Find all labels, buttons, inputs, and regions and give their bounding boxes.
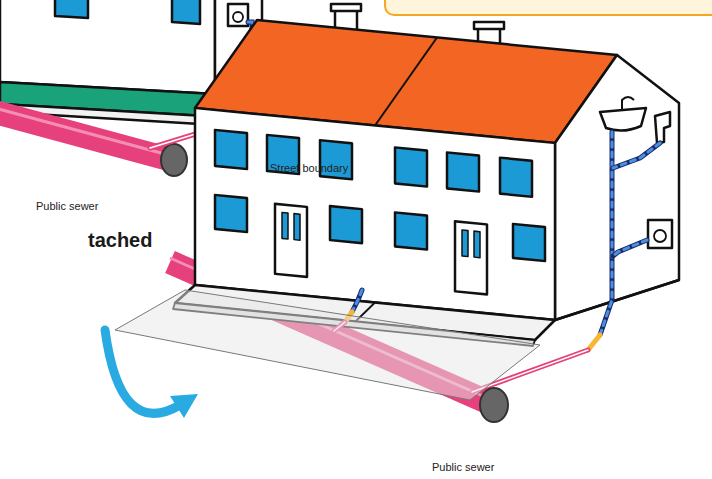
house-type-label: tached bbox=[88, 228, 152, 252]
door bbox=[275, 204, 307, 277]
pipe-end bbox=[480, 388, 508, 422]
drain-pipe bbox=[600, 132, 612, 335]
window bbox=[500, 158, 532, 197]
window bbox=[172, 0, 200, 24]
main-house bbox=[173, 4, 679, 346]
private-pipe bbox=[588, 335, 600, 350]
window bbox=[215, 130, 247, 169]
drain-pipe bbox=[352, 290, 362, 312]
door-panel bbox=[474, 231, 480, 258]
washing-machine bbox=[228, 4, 248, 26]
drain-pipe bbox=[613, 240, 647, 256]
arrow-head bbox=[170, 394, 198, 418]
window bbox=[395, 212, 427, 249]
door-panel bbox=[282, 212, 288, 239]
drain-pipe bbox=[613, 143, 660, 168]
sewer-label: Public sewer bbox=[36, 200, 98, 213]
street-plane bbox=[115, 290, 540, 400]
basin bbox=[600, 108, 646, 131]
window bbox=[215, 195, 247, 232]
window bbox=[395, 147, 427, 186]
house-wall bbox=[0, 0, 215, 94]
drain-pipe bbox=[352, 290, 362, 312]
drain-pipe bbox=[600, 132, 612, 335]
sewer-label: Public sewer bbox=[432, 461, 494, 474]
boundary-label: Street boundary bbox=[270, 162, 348, 175]
washing-machine-drum bbox=[654, 230, 666, 242]
door-panel bbox=[294, 214, 300, 241]
chimney-cap bbox=[331, 4, 361, 11]
ground-line bbox=[555, 280, 679, 320]
tap bbox=[622, 97, 634, 110]
door bbox=[455, 221, 487, 294]
curved-arrow bbox=[105, 330, 180, 413]
sewer-highlight bbox=[0, 104, 172, 156]
street-plane bbox=[115, 290, 540, 400]
toilet bbox=[655, 112, 670, 143]
info-box bbox=[385, 0, 712, 15]
washing-machine-drum bbox=[233, 12, 243, 22]
gable-wall bbox=[555, 55, 679, 320]
roof-divider bbox=[375, 38, 437, 126]
front-wall bbox=[195, 108, 555, 320]
window bbox=[447, 152, 479, 191]
pipe-end bbox=[161, 144, 187, 176]
front-wall-face bbox=[195, 108, 555, 320]
window bbox=[55, 0, 88, 18]
chimney-cap bbox=[474, 22, 504, 29]
window bbox=[513, 224, 545, 261]
washing-machine bbox=[648, 220, 672, 248]
drain-pipe bbox=[613, 143, 660, 168]
door-panel bbox=[462, 230, 468, 257]
drain-pipe bbox=[613, 240, 647, 256]
window bbox=[330, 206, 362, 243]
